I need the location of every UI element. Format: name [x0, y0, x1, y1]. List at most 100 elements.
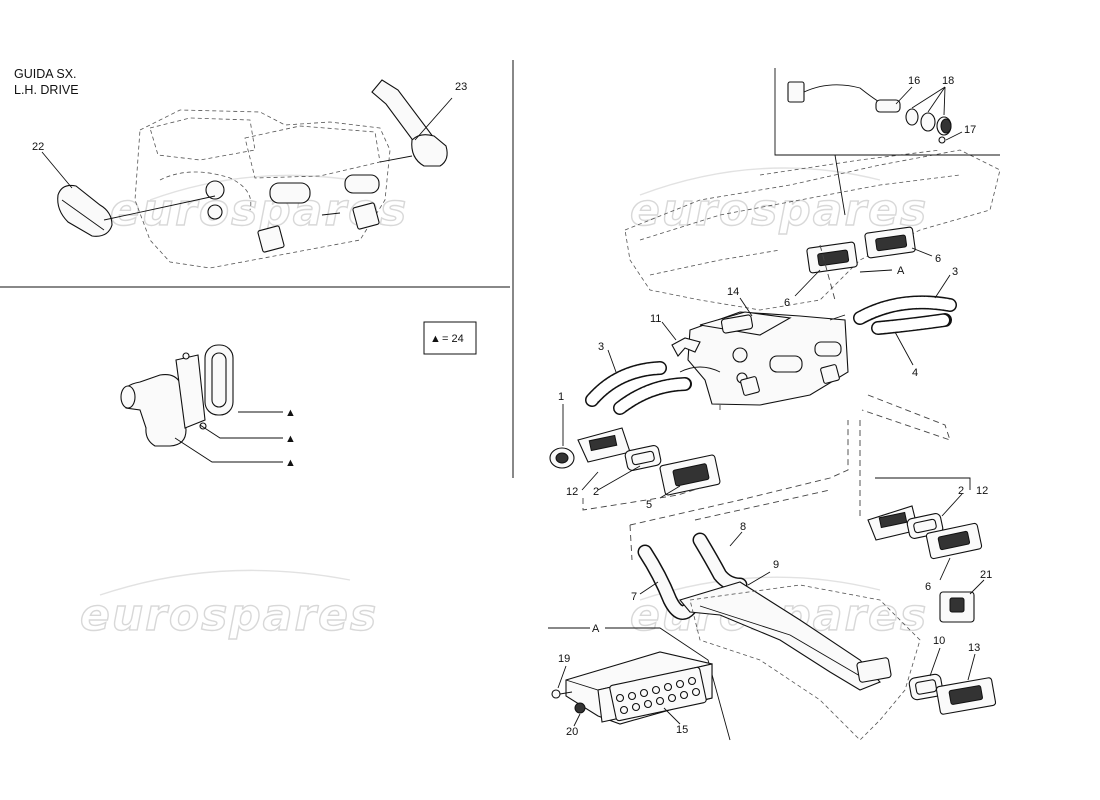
leader-16 [895, 86, 913, 105]
watermark-top-right: eurospares [630, 185, 928, 236]
callout-11: 11 [650, 313, 661, 325]
leader-3-right [934, 274, 951, 299]
leader-21 [969, 579, 985, 595]
part-17-screw [938, 136, 946, 144]
part-6-vent-upper-left [806, 241, 858, 274]
callout-22: 22 [32, 141, 44, 153]
callout-1: 1 [558, 391, 564, 403]
part-8-duct [692, 532, 748, 593]
callout-9: 9 [773, 559, 779, 571]
callout-6-upper-right: 6 [935, 253, 941, 265]
callout-2-right: 2 [958, 485, 964, 497]
seal-kit-drawing [120, 344, 234, 447]
part-18-rings [905, 108, 952, 136]
section-a-label-top: A [897, 265, 905, 277]
inset-frame [774, 68, 1000, 216]
part-20-washer [574, 702, 586, 714]
callout-5: 5 [646, 499, 652, 511]
callout-2-left: 2 [593, 486, 599, 498]
assembly-guide-lines [582, 244, 951, 561]
part-6-vent-lower-right [925, 522, 983, 560]
section-a-arrow [859, 269, 893, 273]
triangle-marker-1: ▲ [285, 407, 296, 419]
callout-3-left: 3 [598, 341, 604, 353]
legend-text: = 24 [442, 333, 464, 345]
leader-14 [739, 297, 753, 317]
callout-21: 21 [980, 569, 992, 581]
leader-tri-2 [199, 424, 283, 439]
leader-8 [729, 531, 743, 547]
part-4-hose-upper [871, 313, 952, 335]
part-1-grommet [549, 447, 575, 469]
callout-12-right: 12 [976, 485, 988, 497]
callout-10: 10 [933, 635, 945, 647]
callout-13: 13 [968, 642, 980, 654]
leader-22 [41, 151, 73, 189]
leader-7 [639, 581, 659, 595]
callout-3-right: 3 [952, 266, 958, 278]
part-13-vent [935, 677, 997, 715]
leader-17 [945, 131, 963, 141]
leader-6-right [911, 247, 933, 257]
leader-4 [894, 331, 914, 366]
callout-6-lower: 6 [925, 581, 931, 593]
leader-9 [747, 571, 771, 586]
header-line-lh-drive: L.H. DRIVE [14, 83, 79, 97]
part-7-duct [637, 544, 698, 620]
part-15-control-panel [565, 651, 713, 725]
part-14-heater-unit [679, 311, 849, 406]
leader-18a [927, 86, 946, 113]
leader-3-left [607, 349, 617, 373]
part-11-pipe [671, 337, 701, 357]
leader-19 [557, 665, 567, 689]
part-10-frame [908, 673, 944, 701]
triangle-marker-3: ▲ [285, 457, 296, 469]
callout-20: 20 [566, 726, 578, 738]
leader-13 [967, 653, 976, 681]
part-3-hose-upper [853, 295, 957, 325]
callout-4: 4 [912, 367, 918, 379]
leader-20 [573, 713, 581, 727]
section-a-line-right [605, 627, 731, 741]
part-19-screw [551, 689, 573, 699]
callout-18: 18 [942, 75, 954, 87]
leader-10 [929, 647, 941, 677]
part-6-vent-upper-right [864, 226, 916, 259]
part-9-duct-channel [679, 581, 881, 691]
leader-tri-3 [174, 437, 283, 463]
leader-11 [661, 321, 677, 341]
lhd-heater-unit-drawing [134, 109, 391, 269]
callout-6-upper-left: 6 [784, 297, 790, 309]
tunnel-vent-opening [856, 657, 892, 683]
part-21-switch [939, 591, 975, 623]
callout-23: 23 [455, 81, 467, 93]
leader-18c [911, 86, 946, 109]
part-2-frame-left [624, 445, 662, 471]
part-23-air-intake [371, 79, 453, 167]
callout-14: 14 [727, 286, 739, 298]
part-3-hose-left [585, 361, 692, 415]
leader-5 [659, 485, 681, 499]
part-12-2-nozzle-left [577, 427, 631, 463]
part-16-sensor-harness [787, 81, 901, 113]
leader-6-lower [939, 557, 951, 581]
callout-19: 19 [558, 653, 570, 665]
part-5-vent-left [659, 454, 721, 496]
leader-bracket-right [875, 477, 971, 490]
leader-15 [663, 707, 681, 725]
leader-6-left [794, 269, 821, 297]
callout-12-left: 12 [566, 486, 578, 498]
dashboard-ghost-outline [624, 149, 1001, 311]
callout-7: 7 [631, 591, 637, 603]
legend-symbol: ▲ [430, 333, 441, 345]
floor-tunnel-ghost [689, 584, 921, 741]
legend-box [423, 321, 477, 355]
header-line-guida: GUIDA SX. [14, 67, 77, 81]
leader-12-left [581, 471, 599, 491]
triangle-marker-2: ▲ [285, 433, 296, 445]
section-a-label-bottom: A [592, 623, 600, 635]
leader-2-right [941, 493, 963, 517]
leader-18b [943, 86, 946, 116]
callout-8: 8 [740, 521, 746, 533]
